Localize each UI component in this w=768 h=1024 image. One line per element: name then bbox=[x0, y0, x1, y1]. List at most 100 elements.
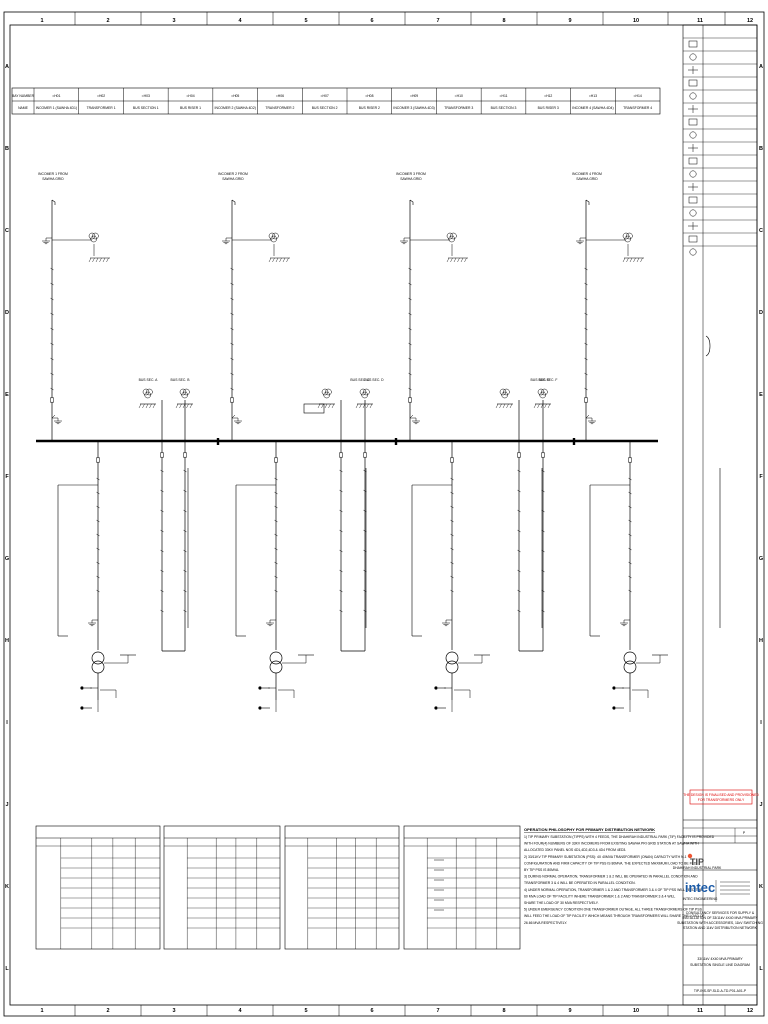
earth-hatch bbox=[152, 403, 156, 409]
operation-note-line: 2) 33/11KV TIP PRIMARY SUBSTATION (PSS):… bbox=[524, 855, 687, 859]
vt-symbol bbox=[446, 232, 454, 240]
bay-name: TRANSFORMER 1 bbox=[87, 106, 116, 110]
bay-number: =H13 bbox=[589, 94, 597, 98]
ct-symbol bbox=[408, 282, 412, 286]
schedule-table-2 bbox=[163, 825, 281, 950]
transformer-primary bbox=[91, 651, 105, 665]
bay-name: TRANSFORMER 4 bbox=[623, 106, 652, 110]
breaker-symbol bbox=[408, 397, 412, 403]
drawing-title-line: SUBSTATION SINGLE LINE DIAGRAM bbox=[690, 963, 750, 967]
incomer-label: INCOMER 4 FROM bbox=[572, 172, 602, 176]
ct-symbol bbox=[274, 491, 278, 495]
vt-symbol bbox=[92, 232, 99, 240]
earth-hatch bbox=[506, 403, 509, 409]
zone-row-right: B bbox=[759, 146, 763, 152]
symbol-legend: THE DESIGN IS FINALISED AND PROVISIONEDF… bbox=[682, 24, 759, 1006]
ct-symbol bbox=[584, 297, 588, 301]
vt-symbol bbox=[270, 235, 277, 243]
operation-note-line: 3) DURING NORMAL OPERATION, TRANSFORMER … bbox=[524, 875, 698, 879]
earth-hatch bbox=[282, 257, 286, 263]
vt-symbol bbox=[272, 232, 279, 240]
red-note-line2: FOR TRANSFORMERS ONLY bbox=[698, 798, 745, 802]
ct-symbol bbox=[628, 519, 632, 523]
bay-number: =H11 bbox=[500, 94, 508, 98]
legend-frame bbox=[682, 24, 758, 1006]
zone-row-right: C bbox=[759, 228, 763, 234]
earth-hatch bbox=[355, 403, 359, 409]
legend-symbol bbox=[688, 40, 698, 48]
red-note-line1: THE DESIGN IS FINALISED AND PROVISIONED bbox=[683, 793, 759, 797]
ct-symbol bbox=[339, 529, 343, 533]
vt-symbol bbox=[363, 388, 370, 396]
zone-row-left: G bbox=[5, 556, 9, 562]
bay-name: INCOMER 3 (SAWHA 4D3) bbox=[393, 106, 434, 110]
ct-symbol bbox=[50, 297, 54, 301]
ct-symbol bbox=[517, 569, 521, 573]
earth-hatch bbox=[138, 403, 142, 409]
legend-symbol bbox=[689, 209, 697, 217]
earth-hatch bbox=[547, 403, 551, 409]
zone-col-bottom: 11 bbox=[697, 1008, 703, 1014]
zone-col-bottom: 10 bbox=[633, 1008, 639, 1014]
earth-hatch bbox=[317, 403, 321, 409]
ct-symbol bbox=[339, 469, 343, 473]
legend-symbol bbox=[688, 118, 698, 126]
earth-hatch bbox=[495, 403, 499, 409]
bay-number: =H02 bbox=[97, 94, 105, 98]
busbar-label: BUS SEC. D bbox=[364, 378, 384, 382]
ct-symbol bbox=[274, 561, 278, 565]
lv-terminal-dot bbox=[80, 706, 84, 710]
cable-head bbox=[51, 199, 56, 205]
ct-symbol bbox=[160, 569, 164, 573]
earth-hatch bbox=[328, 403, 331, 409]
ct-symbol bbox=[183, 549, 187, 553]
busbar-label: BUS SEC. E bbox=[530, 378, 550, 382]
bay-name: INCOMER 2 (SAWHA 4D2) bbox=[215, 106, 256, 110]
ct-symbol bbox=[408, 267, 412, 271]
breaker-symbol bbox=[96, 457, 100, 463]
lv-terminal-dot bbox=[258, 706, 262, 710]
ct-symbol bbox=[183, 589, 187, 593]
ct-symbol bbox=[274, 519, 278, 523]
legend-bracket bbox=[705, 335, 711, 357]
zone-row-left: I bbox=[6, 720, 8, 726]
earth-hatch bbox=[633, 257, 636, 263]
bay-name: INCOMER 4 (SAWHA 4D4) bbox=[572, 106, 613, 110]
ct-symbol bbox=[517, 509, 521, 513]
breaker-symbol bbox=[183, 452, 187, 458]
incomer-label: INCOMER 3 FROM bbox=[396, 172, 426, 176]
ct-symbol bbox=[584, 282, 588, 286]
client-logo: TIP bbox=[690, 857, 704, 867]
zone-row-left: E bbox=[5, 392, 9, 398]
bay-number: =H12 bbox=[544, 94, 552, 98]
schedule-table-3 bbox=[284, 825, 400, 950]
project-description-line: INSTALLATION OF 33/11kV 4X40 MVA PRIMARY bbox=[682, 916, 758, 920]
ct-symbol bbox=[230, 312, 234, 316]
ct-symbol bbox=[408, 357, 412, 361]
legend-symbol bbox=[689, 53, 697, 61]
earth-hatch bbox=[268, 257, 272, 263]
vt-symbol bbox=[359, 388, 367, 396]
earth-hatch bbox=[95, 257, 99, 263]
zone-row-right: F bbox=[759, 474, 763, 480]
vt-symbol bbox=[181, 391, 188, 399]
isolator-symbol bbox=[585, 414, 590, 419]
transformer-secondary bbox=[445, 660, 459, 674]
operation-note-line: 5) UNDER EMERGENCY CONDITION ONE TRANSFO… bbox=[524, 908, 703, 912]
earth-hatch bbox=[362, 403, 366, 409]
ct-symbol bbox=[584, 387, 588, 391]
bay-number: =H10 bbox=[455, 94, 463, 98]
earth-hatch bbox=[106, 257, 109, 263]
zone-col-bottom: 1 bbox=[40, 1008, 43, 1014]
ct-symbol bbox=[230, 357, 234, 361]
earth-hatch bbox=[88, 257, 92, 263]
ct-symbol bbox=[50, 282, 54, 286]
ct-symbol bbox=[408, 297, 412, 301]
zone-row-right: H bbox=[759, 638, 763, 644]
breaker-symbol bbox=[363, 452, 367, 458]
drawing-number: TIP-INS-SP-SLD-A-TD-P01-A01-P bbox=[694, 989, 747, 993]
earth-hatch bbox=[533, 403, 537, 409]
